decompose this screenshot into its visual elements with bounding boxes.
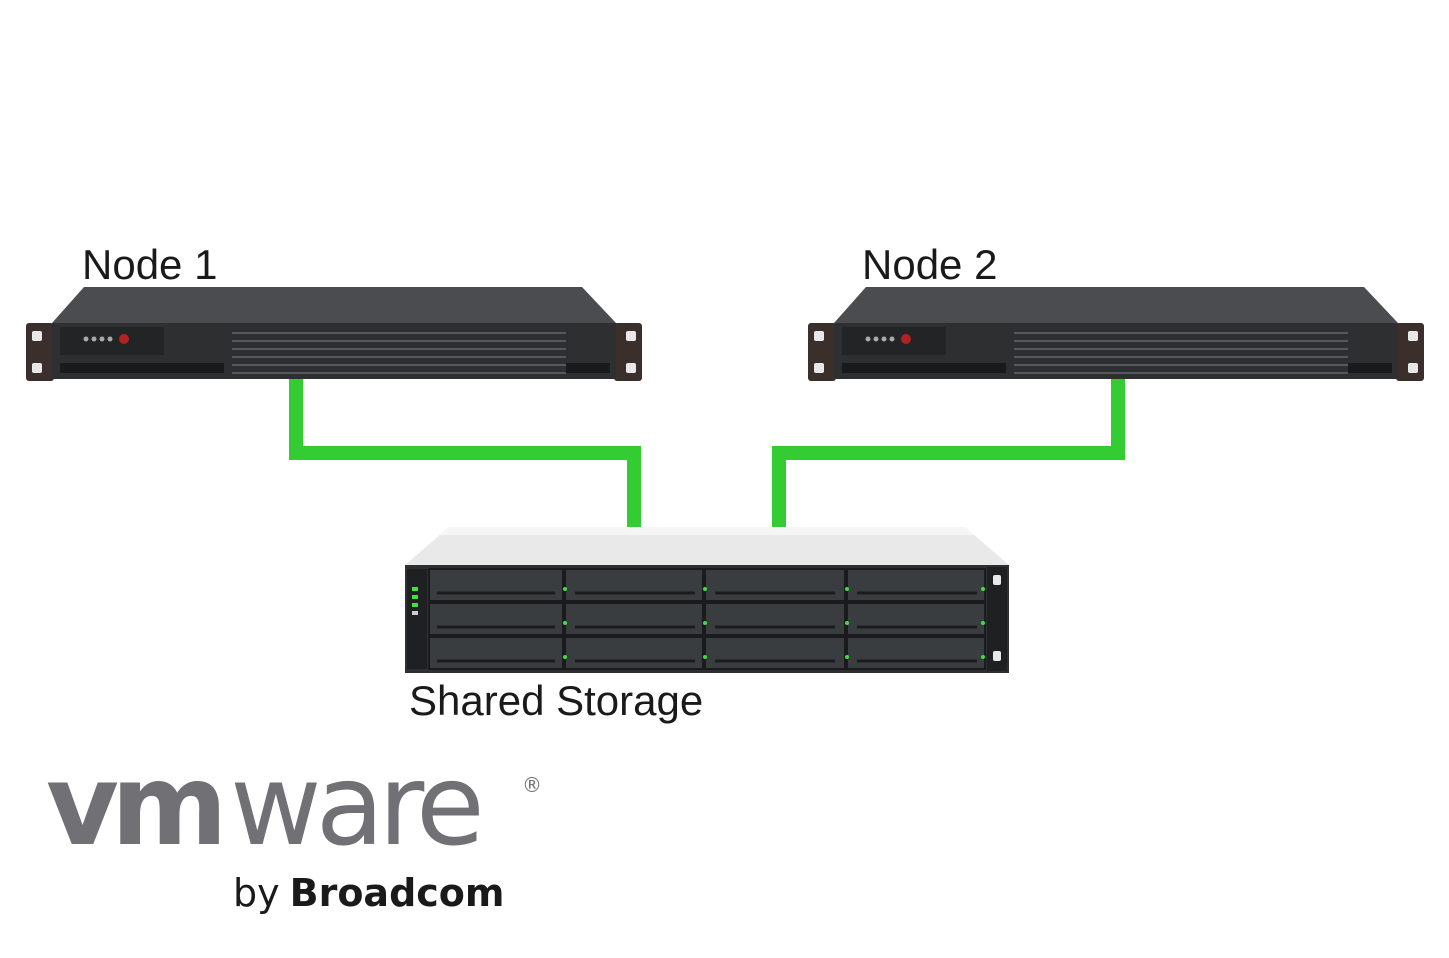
link-node1-to-storage bbox=[289, 378, 641, 528]
vmware-logo-icon: vm ware ® bbox=[46, 748, 542, 858]
byline-by: by bbox=[233, 871, 280, 915]
svg-text:®: ® bbox=[522, 773, 542, 797]
storage-array-icon bbox=[405, 527, 1009, 673]
node-1-label: Node 1 bbox=[82, 241, 218, 288]
server-icon bbox=[26, 287, 642, 381]
server-icon bbox=[808, 287, 1424, 381]
connection-links bbox=[289, 378, 1125, 528]
svg-text:vm: vm bbox=[46, 748, 220, 858]
link-node2-to-storage bbox=[772, 378, 1125, 528]
node-2-label: Node 2 bbox=[862, 241, 998, 288]
svg-text:ware: ware bbox=[230, 748, 479, 858]
shared-storage-label: Shared Storage bbox=[409, 677, 704, 724]
byline-company: Broadcom bbox=[289, 871, 505, 915]
